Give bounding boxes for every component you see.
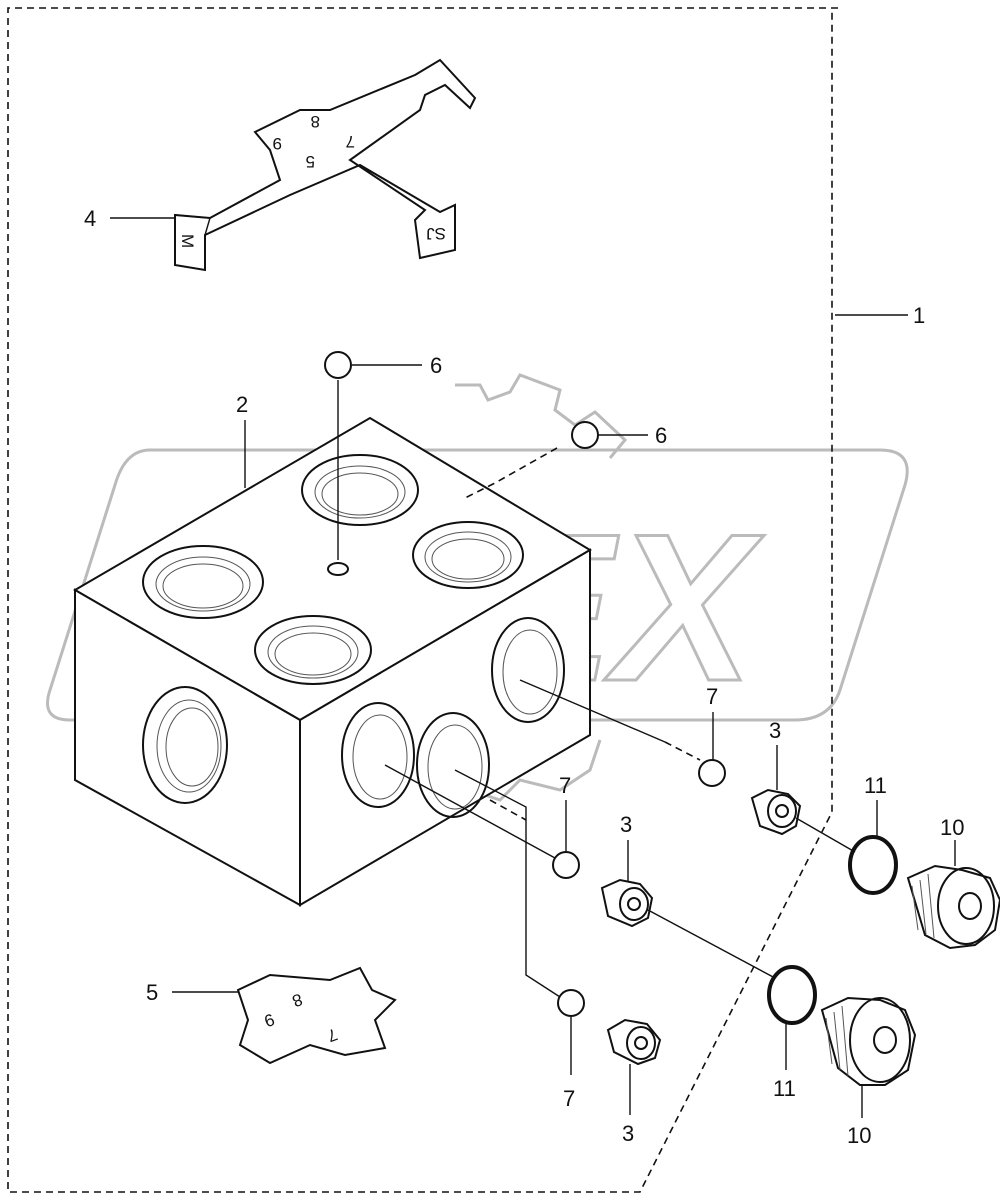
callout-1: 1 [913, 303, 925, 328]
callout-11-upper: 11 [864, 773, 887, 798]
part-4-mark-7: 7 [346, 132, 355, 151]
callout-6-top: 6 [430, 353, 442, 378]
part-10-plug-lower [820, 996, 917, 1086]
part-4-mark-5: 5 [306, 152, 315, 171]
callout-10-upper: 10 [940, 815, 964, 840]
part-3-plug-middle [600, 878, 654, 928]
part-3-plug-lower [606, 1018, 662, 1066]
part-10-plug-upper [906, 864, 1000, 950]
part-4-mark-9: 9 [273, 134, 282, 153]
part-6-ball-top [324, 351, 352, 379]
part-2-manifold-block [73, 416, 592, 907]
part-7-ball-middle [552, 851, 580, 879]
part-4-mark-8: 8 [311, 112, 320, 131]
callout-4: 4 [84, 206, 96, 231]
part-11-oring-lower [767, 965, 817, 1025]
part-4-mark-m: M [178, 234, 197, 248]
callout-3-middle: 3 [620, 812, 632, 837]
part-7-ball-lower [557, 989, 585, 1017]
part-4-spacer: 8 7 9 5 M SJ [174, 58, 477, 272]
callout-7-middle: 7 [559, 773, 571, 798]
callout-3-upper: 3 [769, 718, 781, 743]
callout-11-lower: 11 [773, 1076, 796, 1101]
assembly-lines [337, 380, 856, 998]
part-3-plug-upper [750, 788, 802, 836]
part-5-spacer: 8 9 7 [236, 966, 397, 1065]
callout-7-lower: 7 [563, 1086, 575, 1111]
leader-lines [110, 217, 956, 1118]
callout-5: 5 [146, 980, 158, 1005]
assembly-boundary [7, 7, 838, 1193]
callout-10-lower: 10 [847, 1123, 871, 1148]
part-4-mark-sj: SJ [426, 224, 446, 243]
part-6-ball-right [571, 421, 599, 449]
callout-3-lower: 3 [622, 1121, 634, 1146]
part-7-ball-upper [698, 759, 726, 787]
callout-7-upper: 7 [706, 684, 718, 709]
callout-2: 2 [236, 392, 248, 417]
part-11-oring-upper [848, 835, 898, 895]
callout-6-right: 6 [655, 423, 667, 448]
